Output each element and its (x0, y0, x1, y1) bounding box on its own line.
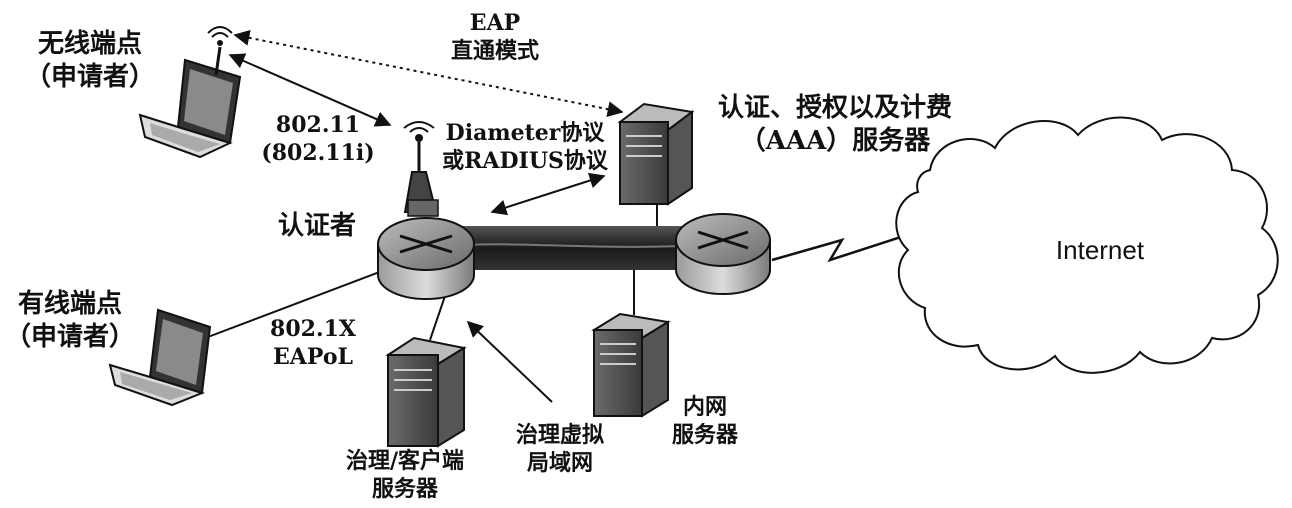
wired-endpoint-line1: 有线端点 (17, 289, 122, 319)
server-icon (617, 102, 695, 206)
mgmt-vlan-line1: 治理虚拟 (515, 422, 604, 448)
server-icon (385, 336, 467, 448)
intranet-server-label: 内网 服务器 (645, 394, 765, 449)
mgmt-server-link (429, 295, 446, 341)
aaa-server-line2: （AAA）服务器 (739, 125, 931, 156)
mgmt-server-label: 治理/客户端 服务器 (330, 448, 480, 503)
eap-passthrough-arrow (233, 29, 624, 118)
aaa-server-line1: 认证、授权以及计费 (717, 93, 952, 123)
mgmt-server-line1: 治理/客户端 (345, 448, 465, 474)
wired-protocol-line2: EAPoL (273, 343, 353, 370)
aaa-protocol-arrow (490, 172, 606, 216)
lightning-link-icon (771, 234, 905, 263)
aaa-protocol-label: Diameter协议 或RADIUS协议 (430, 120, 620, 175)
server-icon (591, 312, 671, 418)
aaa-server-label: 认证、授权以及计费 （AAA）服务器 (700, 92, 970, 157)
laptop-icon (108, 308, 212, 407)
aaa-protocol-line1: Diameter协议 (445, 120, 605, 146)
authenticator-label: 认证者 (277, 211, 356, 241)
mgmt-vlan-line2: 局域网 (526, 449, 593, 476)
router-icon (377, 217, 475, 300)
cloud-icon (895, 116, 1279, 374)
intranet-server-line2: 服务器 (671, 421, 738, 448)
wireless-endpoint-line2: （申请者） (24, 61, 155, 92)
mgmt-vlan-arrow (466, 320, 553, 403)
antenna-icon (403, 121, 439, 217)
wireless-protocol-label: 802.11 (802.11i) (258, 112, 378, 167)
laptop-icon (138, 26, 242, 159)
aaa-protocol-line2: 或RADIUS协议 (442, 147, 608, 174)
wireless-protocol-line2: (802.11i) (261, 139, 375, 166)
eap-passthrough-label: EAP 直通模式 (420, 10, 570, 65)
wireless-protocol-line1: 802.11 (275, 112, 361, 138)
mgmt-vlan-label: 治理虚拟 局域网 (500, 422, 620, 477)
internet-label: Internet (1055, 235, 1145, 265)
mgmt-server-line2: 服务器 (371, 475, 438, 502)
wired-protocol-label: 802.1X EAPoL (258, 316, 368, 371)
router-icon (675, 213, 771, 295)
wired-protocol-line1: 802.1X (270, 316, 356, 342)
wired-link (199, 267, 391, 341)
wired-endpoint-label: 有线端点 （申请者） (0, 288, 140, 353)
intranet-server-line1: 内网 (682, 394, 727, 420)
wireless-endpoint-line1: 无线端点 (37, 29, 142, 59)
eap-passthrough-line1: EAP (469, 10, 521, 36)
eap-passthrough-line2: 直通模式 (450, 37, 539, 64)
wired-endpoint-line2: （申请者） (4, 321, 135, 352)
wireless-endpoint-label: 无线端点 （申请者） (20, 28, 160, 93)
